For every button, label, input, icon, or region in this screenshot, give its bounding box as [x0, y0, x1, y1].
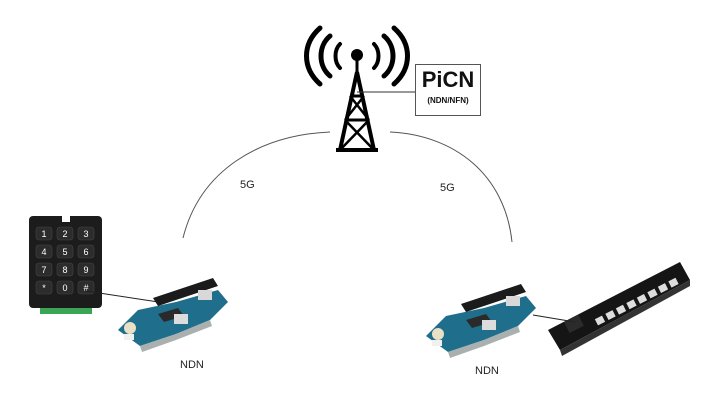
keypad-key [56, 244, 74, 259]
strip-led [615, 304, 627, 315]
keypad-key-label: 2 [62, 229, 67, 239]
sensor-strip-device [548, 262, 690, 356]
keypad-key [56, 226, 74, 241]
keypad-key [35, 280, 53, 295]
keypad-key-label: 6 [83, 247, 88, 257]
keypad-key-label: 1 [41, 229, 46, 239]
keypad-key-label: 9 [83, 265, 88, 275]
keypad-key-label: 7 [41, 265, 46, 275]
link-arc-right [389, 131, 513, 243]
keypad-device: 1 2 3 4 5 6 7 8 9 * 0 # [29, 216, 102, 314]
strip-led [636, 293, 648, 304]
antenna-tower-icon [304, 25, 415, 152]
keypad-key [35, 226, 53, 241]
keypad-key [77, 262, 95, 277]
strip-led [605, 310, 616, 321]
strip-led [657, 283, 669, 294]
node-label-right: NDN [475, 365, 499, 377]
link-label-right: 5G [440, 182, 455, 194]
keypad-cable [85, 290, 166, 304]
keypad-key-label: 8 [62, 265, 67, 275]
keypad-key [35, 244, 53, 259]
board-left [118, 278, 228, 352]
picn-label-box: PiCN (NDN/NFN) [415, 64, 481, 116]
strip-led [594, 315, 606, 326]
strip-led [626, 299, 637, 310]
keypad-keys: 1 2 3 4 5 6 7 8 9 * 0 # [35, 226, 95, 295]
keypad-key [77, 280, 95, 295]
link-label-left: 5G [240, 179, 255, 191]
picn-subtitle: (NDN/NFN) [427, 96, 469, 105]
strip-led [668, 277, 679, 288]
keypad-key-label: 5 [62, 247, 67, 257]
keypad-key-label: 0 [62, 283, 67, 293]
keypad-key [35, 262, 53, 277]
keypad-key-label: 4 [41, 247, 46, 257]
keypad-key-label: 3 [83, 229, 88, 239]
link-arc-left [182, 131, 331, 239]
strip-cable [532, 314, 576, 323]
keypad-key-label: * [42, 283, 46, 293]
keypad-key [77, 244, 95, 259]
node-label-left: NDN [180, 359, 204, 371]
keypad-key [77, 226, 95, 241]
picn-title: PiCN [421, 67, 475, 92]
keypad-key [56, 262, 74, 277]
keypad-key-label: # [83, 283, 88, 293]
strip-led [647, 288, 658, 299]
keypad-key [56, 280, 74, 295]
board-right [426, 284, 536, 358]
